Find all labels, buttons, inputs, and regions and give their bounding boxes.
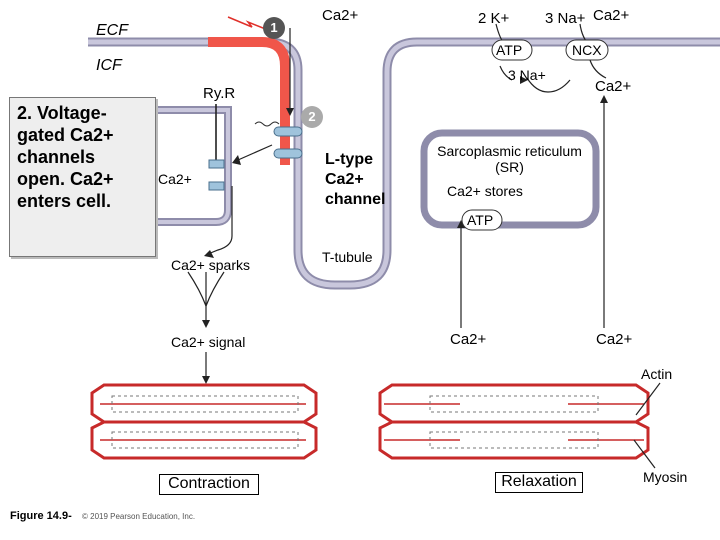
ca-entry-arrow xyxy=(254,121,280,127)
icf-label: ICF xyxy=(96,57,122,74)
actin-label: Actin xyxy=(641,366,673,382)
ca-ncx-bottom-label: Ca2+ xyxy=(595,78,632,95)
sarcolemma xyxy=(88,37,720,290)
flow-arrows xyxy=(187,23,607,378)
step-2-badge: 2 xyxy=(301,106,323,128)
sarcoplasmic-reticulum-right xyxy=(420,129,600,229)
figure-caption: Figure 14.9- xyxy=(10,510,72,522)
atp-sr-label: ATP xyxy=(467,212,494,228)
atp-pump-label: ATP xyxy=(496,42,523,58)
l-type-channel-label: L-type Ca2+ channel xyxy=(325,151,386,208)
depolarization-band xyxy=(208,37,290,165)
ryanodine-receptor xyxy=(208,104,225,191)
l-type-channel xyxy=(273,126,303,159)
na-ions-bottom-label: 3 Na+ xyxy=(508,67,546,83)
arrowheads xyxy=(202,76,608,384)
contraction-label: Contraction xyxy=(159,474,259,495)
k-ions-label: 2 K+ xyxy=(478,10,510,27)
pump-shapes xyxy=(461,39,609,231)
ca-top-label: Ca2+ xyxy=(322,7,359,24)
t-tubule-label: T-tubule xyxy=(322,249,373,265)
sarcomere-relaxed xyxy=(378,383,650,460)
ncx-label: NCX xyxy=(572,42,602,58)
ca-sparks-label: Ca2+ sparks xyxy=(171,257,250,273)
step-1-badge: 1 xyxy=(263,17,285,39)
ca-to-sr-label: Ca2+ xyxy=(450,331,487,348)
actin-pointer xyxy=(635,382,661,416)
copyright-text: © 2019 Pearson Education, Inc. xyxy=(82,512,196,521)
ryr-label: Ry.R xyxy=(203,85,236,102)
ca-to-ncx-label: Ca2+ xyxy=(596,331,633,348)
ca-ncx-top-label: Ca2+ xyxy=(593,7,630,24)
lightning-bolt-icon xyxy=(227,16,269,31)
sr-stores-label: Ca2+ stores xyxy=(447,183,523,199)
ca-signal-label: Ca2+ signal xyxy=(171,334,246,350)
ca-cytosol-label: Ca2+ xyxy=(158,171,192,187)
relaxation-label: Relaxation xyxy=(495,472,583,493)
ecf-label: ECF xyxy=(96,22,128,39)
step-callout: 2. Voltage- gated Ca2+ channels open. Ca… xyxy=(9,97,156,257)
myosin-pointer xyxy=(633,439,656,469)
sarcomere-contracted xyxy=(90,383,318,460)
na-ions-top-label: 3 Na+ xyxy=(545,10,586,27)
sr-title: Sarcoplasmic reticulum (SR) xyxy=(437,143,582,175)
myosin-label: Myosin xyxy=(643,469,688,485)
step-callout-text: 2. Voltage- gated Ca2+ channels open. Ca… xyxy=(17,103,114,211)
